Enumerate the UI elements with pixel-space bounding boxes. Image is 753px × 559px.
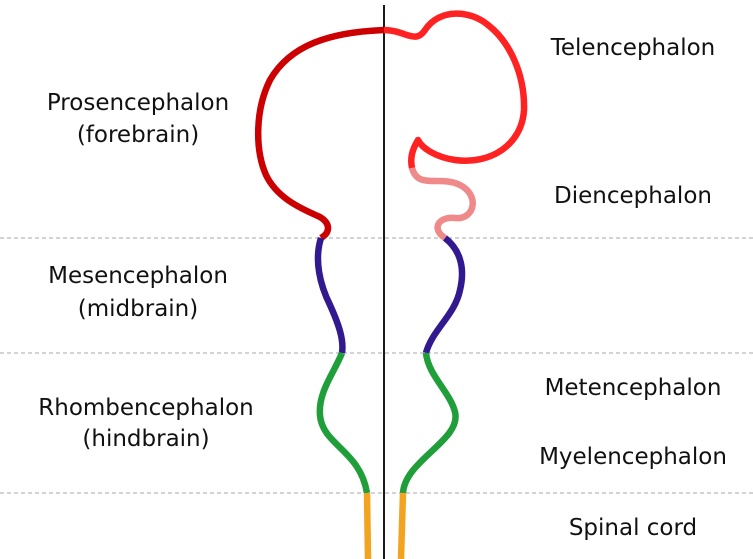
- midbrain-label: (midbrain): [78, 296, 198, 322]
- rhombencephalon-label: Rhombencephalon: [38, 395, 253, 421]
- myelencephalon-label: Myelencephalon: [539, 444, 727, 470]
- spinal-cord-right-outline: [401, 493, 403, 559]
- metencephalon-label: Metencephalon: [545, 375, 722, 401]
- forebrain-label: (forebrain): [77, 122, 199, 148]
- spinal-cord-left-outline: [367, 493, 368, 559]
- hindbrain-right-outline: [403, 353, 456, 493]
- prosencephalon-outline: [258, 30, 384, 238]
- hindbrain-label: (hindbrain): [82, 426, 209, 452]
- mesencephalon-label: Mesencephalon: [48, 263, 228, 289]
- spinal-cord-label: Spinal cord: [569, 515, 697, 541]
- mesencephalon-outline: [318, 238, 342, 353]
- telencephalon-label: Telencephalon: [550, 35, 716, 61]
- prosencephalon-label: Prosencephalon: [47, 90, 229, 116]
- mesencephalon-right-outline: [426, 238, 462, 353]
- diencephalon-label: Diencephalon: [554, 183, 712, 209]
- telencephalon-outline: [384, 14, 524, 168]
- rhombencephalon-outline: [320, 353, 367, 493]
- diencephalon-outline: [412, 168, 473, 238]
